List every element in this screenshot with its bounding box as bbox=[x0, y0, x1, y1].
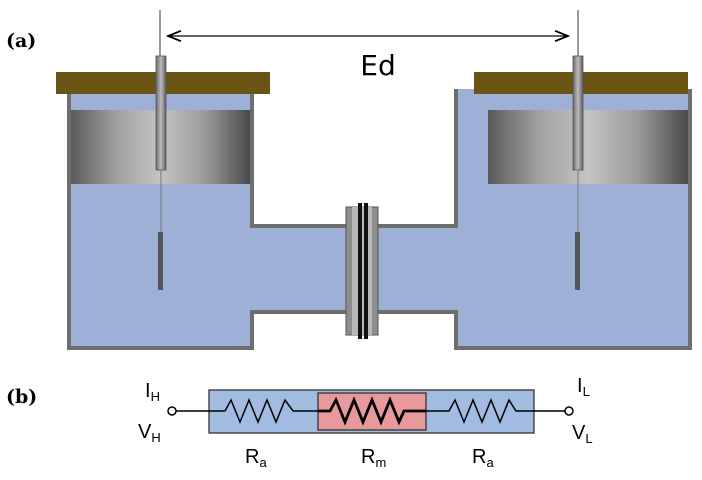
distance-label: Ed bbox=[360, 49, 395, 82]
left-electrode bbox=[155, 10, 167, 290]
resistor-ra-right bbox=[426, 398, 565, 424]
voltage-low-label: VL bbox=[572, 422, 593, 446]
resistor-label-ra-right: Ra bbox=[472, 446, 494, 470]
resistor-rm bbox=[318, 396, 426, 426]
resistor-label-rm: Rm bbox=[361, 446, 386, 470]
membrane bbox=[358, 203, 362, 339]
panel-a-label: (a) bbox=[6, 30, 36, 52]
current-high-label: IH bbox=[145, 380, 160, 404]
resistor-label-ra-left: Ra bbox=[245, 446, 267, 470]
panel-b-label: (b) bbox=[6, 386, 37, 408]
right-electrode bbox=[572, 10, 584, 290]
current-low-label: IL bbox=[577, 375, 590, 399]
left-terminal bbox=[167, 406, 177, 416]
right-terminal bbox=[564, 406, 574, 416]
right-plug bbox=[488, 110, 688, 184]
resistor-ra-left bbox=[224, 398, 318, 424]
voltage-high-label: VH bbox=[138, 421, 161, 445]
